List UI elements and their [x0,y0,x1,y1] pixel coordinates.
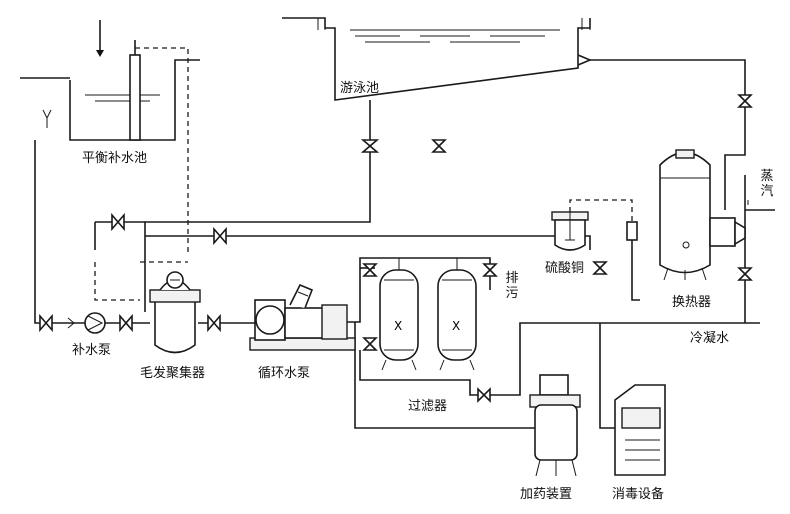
label-disinfection-equipment: 消毒设备 [612,487,665,502]
valve-pool-drain [360,139,380,153]
label-dosing-device: 加药装置 [520,487,573,502]
valve-copper [592,261,608,275]
dosing-device [529,374,581,477]
filter-2: X [437,258,477,371]
balance-tank [20,20,200,252]
copper-sulfate-tank [551,211,638,251]
valve-filter-bottom [362,337,378,351]
label-balance-tank: 平衡补水池 [82,151,148,166]
label-circulation-pump: 循环水泵 [258,366,311,381]
valve-makeup-2 [119,313,133,333]
valve-bypass-mid [213,226,227,246]
label-pool: 游泳池 [340,81,380,96]
label-condensate: 冷凝水 [690,331,730,346]
disinfection-equipment [614,384,666,476]
svg-text:X: X [394,319,402,333]
valve-filter-top [362,263,378,277]
valve-pool-return [431,139,447,153]
swimming-pool [282,17,593,101]
valves [39,94,753,403]
makeup-pump [67,312,106,334]
pool-water-surface [350,29,560,43]
label-heat-exchanger: 换热器 [672,295,712,310]
label-hair-collector: 毛发聚集器 [140,366,206,381]
label-steam: 蒸汽 [760,169,774,199]
label-makeup-pump: 补水泵 [72,343,112,358]
valve-steam [737,94,753,108]
valve-bypass-left [111,212,125,232]
circulation-pump [249,283,356,351]
valve-condensate [737,267,753,281]
label-filter: 过滤器 [408,399,448,414]
filter-1: X [379,258,419,371]
valve-filter-outlet [477,387,491,403]
label-drain: 排污 [505,271,519,301]
piping [34,59,775,429]
label-copper-sulfate: 硫酸铜 [545,261,585,276]
heat-exchanger [659,149,746,281]
svg-text:X: X [452,319,460,333]
valve-filter-drain [482,263,498,277]
valve-makeup-1 [39,313,53,333]
valve-pump-inlet [207,313,221,333]
hair-collector [149,271,201,354]
